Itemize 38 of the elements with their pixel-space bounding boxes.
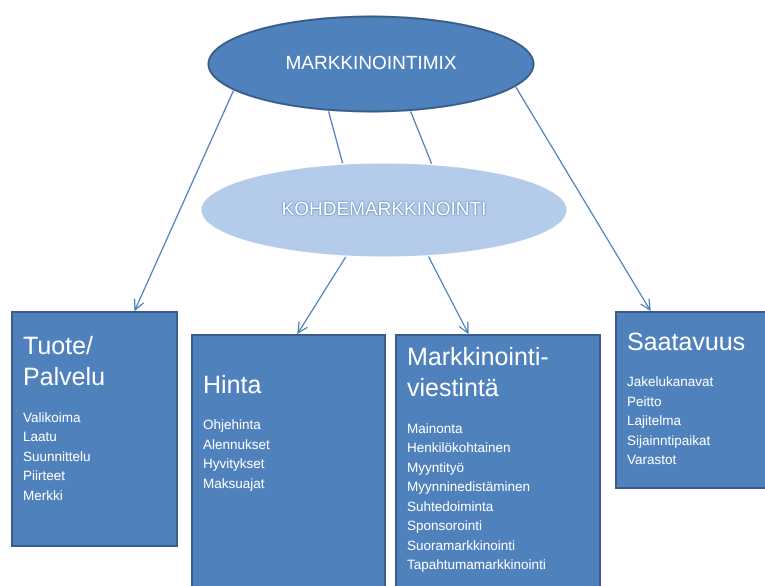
list-item: Sijainntipaikat: [627, 432, 710, 450]
arrow: [428, 256, 469, 334]
list-item: Varastot: [627, 451, 676, 470]
category-box: [11, 311, 178, 547]
list-item: Laatu: [23, 428, 57, 446]
list-item: Ohjehinta: [203, 416, 261, 434]
arrow: [297, 256, 346, 334]
list-item: Suoramarkkinointi: [407, 536, 516, 554]
category-box: [395, 334, 601, 586]
box-heading: Hinta: [203, 370, 262, 401]
list-item: Alennukset: [203, 436, 270, 454]
box-heading: Markkinointi- viestintä: [407, 342, 550, 404]
ellipse-node: [207, 15, 535, 113]
box-heading: Tuote/ Palvelu: [23, 331, 106, 394]
list-item: Suunnittelu: [23, 448, 91, 466]
list-item: Piirteet: [23, 467, 66, 485]
arrow: [515, 86, 651, 311]
list-item: Hyvitykset: [203, 455, 265, 474]
list-item: Henkilökohtainen: [407, 439, 511, 457]
list-item: Tapahtumamarkkinointi: [407, 556, 546, 574]
box-heading: Saatavuus: [627, 327, 746, 358]
ellipse-label: KOHDEMARKKINOINTI: [282, 199, 486, 221]
list-item: Sponsorointi: [407, 517, 482, 535]
list-item: Jakelukanavat: [627, 373, 714, 392]
list-item: Maksuajat: [203, 474, 265, 493]
list-item: Valikoima: [23, 408, 81, 426]
list-item: Suhtedoiminta: [407, 498, 494, 516]
list-item: Myynninedistäminen: [407, 478, 530, 496]
list-item: Myyntityö: [407, 458, 464, 477]
ellipse-label: MARKKINOINTIMIX: [285, 53, 456, 75]
category-box: [191, 334, 386, 586]
arrow: [134, 90, 234, 311]
list-item: Lajitelma: [627, 412, 682, 430]
list-item: Merkki: [23, 486, 63, 504]
ellipse-node: [200, 162, 568, 258]
list-item: Mainonta: [407, 420, 463, 438]
list-item: Peitto: [627, 392, 662, 411]
category-box: [615, 311, 765, 489]
